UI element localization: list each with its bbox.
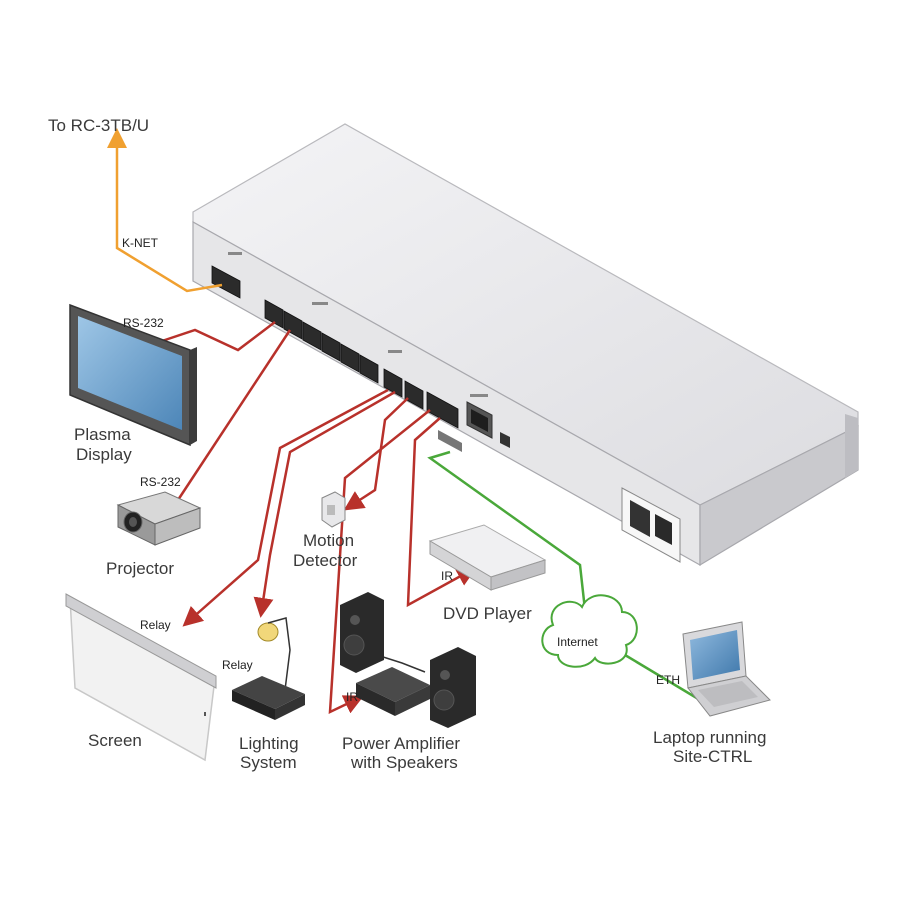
- label-internet: Internet: [557, 635, 598, 649]
- label-motion-line2: Detector: [293, 551, 358, 570]
- laptop-icon: [682, 621, 771, 717]
- label-rs232-display: RS-232: [123, 316, 164, 330]
- ir-dvd-cable: [406, 417, 477, 608]
- amplifier-icon: [356, 667, 430, 716]
- motion-detector-icon: [321, 491, 346, 528]
- label-motion-line1: Motion: [303, 531, 354, 550]
- label-amplifier-line2: with Speakers: [350, 753, 458, 772]
- label-screen: Screen: [88, 731, 142, 750]
- label-rs232-projector: RS-232: [140, 475, 181, 489]
- speaker-icon: [340, 592, 384, 673]
- label-knet: K-NET: [122, 236, 159, 250]
- ethernet-cable: [427, 450, 701, 702]
- terminal-blocks: [211, 265, 459, 429]
- lighting-system-icon: [232, 617, 305, 720]
- label-lighting-line1: Lighting: [239, 734, 299, 753]
- knet-cable: [107, 128, 223, 293]
- power-inlet-icon: [621, 487, 681, 563]
- label-laptop-line2: Site-CTRL: [673, 747, 752, 766]
- dvd-player-icon: [428, 524, 547, 591]
- label-plasma-line1: Plasma: [74, 425, 131, 444]
- label-relay-lighting: Relay: [222, 658, 253, 672]
- ir-amplifier-cable: [328, 409, 431, 715]
- controller-device-icon: [192, 123, 859, 567]
- label-lighting-line2: System: [240, 753, 297, 772]
- plasma-display-icon: [69, 303, 197, 447]
- label-eth: ETH: [656, 673, 680, 687]
- internet-cloud-icon: [541, 594, 638, 668]
- label-dvd-player: DVD Player: [443, 604, 532, 623]
- speaker-wire: [379, 655, 426, 673]
- usb-cable-plug: [438, 430, 462, 452]
- label-projector: Projector: [106, 559, 174, 578]
- relay-lighting-cable: [253, 390, 396, 618]
- rs232-display-cable: [149, 321, 276, 352]
- projector-icon: [116, 491, 202, 546]
- speaker-icon: [430, 647, 476, 728]
- label-plasma-line2: Display: [76, 445, 132, 464]
- ethernet-port-icon: [466, 401, 493, 439]
- screen-icon: [65, 593, 217, 762]
- label-ir-amplifier: IR: [346, 690, 358, 704]
- rs232-projector-cable: [176, 329, 292, 501]
- label-laptop-line1: Laptop running: [653, 728, 766, 747]
- usb-port-icon: [500, 432, 510, 448]
- relay-screen-cable: [182, 388, 389, 627]
- label-ir-dvd: IR: [441, 569, 453, 583]
- motion-detector-cable: [343, 397, 409, 511]
- label-relay-screen: Relay: [140, 618, 171, 632]
- label-to-rc3tbu: To RC-3TB/U: [48, 116, 149, 135]
- label-amplifier-line1: Power Amplifier: [342, 734, 460, 753]
